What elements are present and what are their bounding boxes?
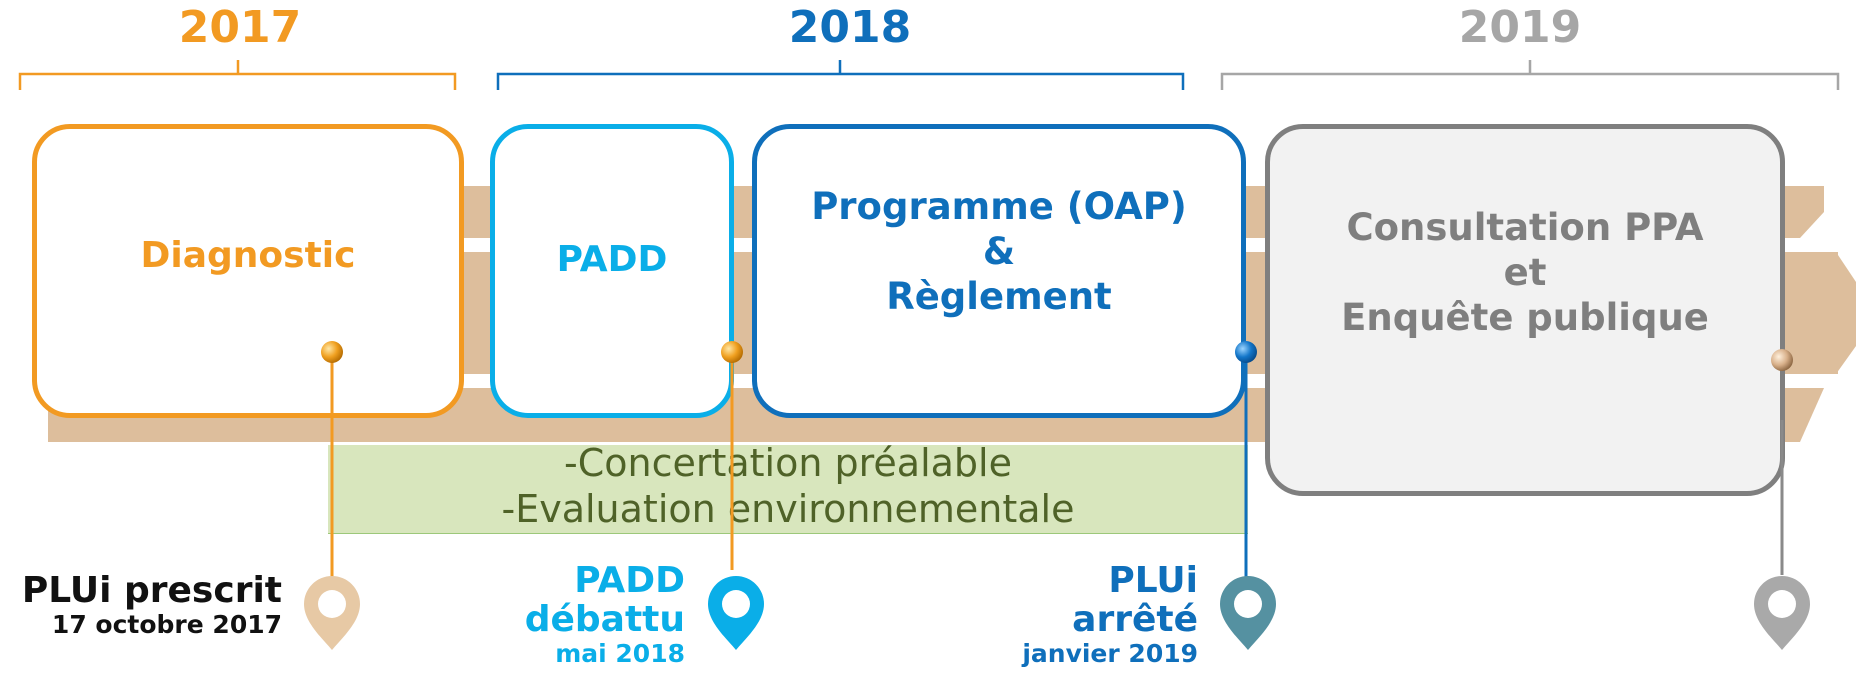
dot-arrete [1235, 341, 1257, 363]
year-2018: 2018 [788, 2, 912, 53]
dot-padd [721, 341, 743, 363]
map-pin-icon [304, 576, 360, 650]
phase-consultation-line3: Enquête publique [1341, 295, 1709, 339]
milestone-padd: PADD débattu mai 2018 [470, 560, 685, 668]
phase-programme-line2: & [982, 229, 1016, 273]
milestone-padd-title1: PADD [574, 560, 685, 601]
milestone-padd-title2: débattu [524, 598, 685, 640]
brace-2017 [18, 60, 457, 90]
phase-consultation-line2: et [1503, 250, 1547, 294]
phase-programme: Programme (OAP) & Règlement [752, 124, 1246, 418]
phase-programme-line3: Règlement [886, 274, 1112, 318]
phase-padd-label: PADD [556, 238, 668, 280]
arrowhead-top [1786, 186, 1824, 238]
concertation-label: -Concertation préalable [563, 441, 1012, 485]
arrowhead-bottom [1786, 388, 1824, 442]
year-2019: 2019 [1458, 2, 1582, 53]
map-pin-icon [708, 576, 764, 650]
phase-consultation-line1: Consultation PPA [1346, 205, 1704, 249]
map-pin-icon [1220, 576, 1276, 650]
concertation-band [328, 445, 1248, 534]
phase-programme-line1: Programme (OAP) [811, 184, 1187, 228]
milestone-arrete-title2: arrêté [1072, 598, 1198, 640]
brace-2019 [1220, 60, 1840, 90]
phase-diagnostic-label: Diagnostic [140, 234, 356, 276]
milestone-arrete-date: janvier 2019 [1022, 638, 1198, 668]
dot-enquete [1771, 349, 1793, 371]
map-pin-icon [1754, 576, 1810, 650]
milestone-prescrit-title: PLUi prescrit [21, 570, 282, 611]
year-2017: 2017 [178, 2, 302, 53]
milestone-prescrit: PLUi prescrit 17 octobre 2017 [0, 570, 282, 639]
phase-padd: PADD [490, 124, 734, 418]
dot-prescrit [321, 341, 343, 363]
milestone-arrete: PLUi arrêté janvier 2019 [960, 560, 1198, 668]
milestone-prescrit-date: 17 octobre 2017 [51, 609, 282, 639]
milestone-arrete-title1: PLUi [1108, 560, 1198, 601]
phase-diagnostic: Diagnostic [32, 124, 464, 418]
arrowhead-middle [1836, 252, 1856, 374]
phase-consultation: Consultation PPA et Enquête publique [1265, 124, 1785, 496]
milestone-padd-date: mai 2018 [555, 638, 685, 668]
brace-2018 [496, 60, 1185, 90]
evaluation-label: -Evaluation environnementale [501, 487, 1075, 531]
